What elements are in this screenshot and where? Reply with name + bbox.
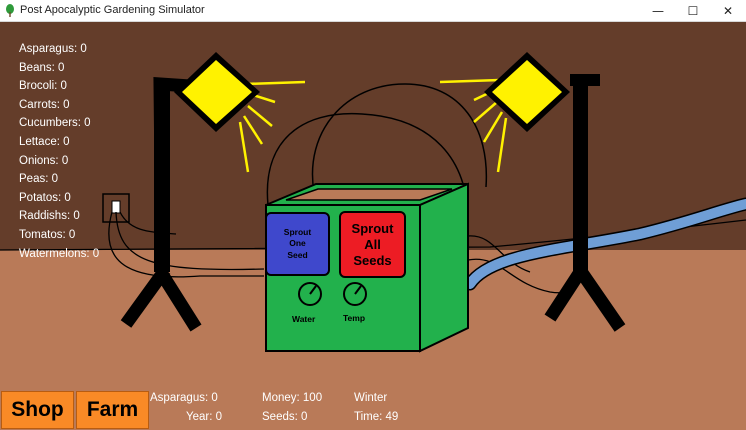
left-grow-lamp xyxy=(120,52,306,332)
inventory-item: Carrots: 0 xyxy=(19,98,70,111)
sprout-one-line: Sprout xyxy=(283,226,312,237)
dome-arc-right xyxy=(311,83,488,193)
selected-crop-count: Asparagus: 0 xyxy=(150,392,218,404)
inventory-item: Potatos: 0 xyxy=(19,191,71,204)
season-readout: Winter xyxy=(354,392,388,404)
inventory-item: Peas: 0 xyxy=(19,173,58,186)
sprout-all-line: All xyxy=(364,236,381,252)
title-bar: Post Apocalyptic Gardening Simulator — ☐… xyxy=(0,0,746,22)
sprout-all-line: Sprout xyxy=(351,220,394,236)
sprout-all-seeds-button[interactable]: Sprout All Seeds xyxy=(339,211,406,278)
right-lamp-rays xyxy=(439,78,508,173)
inventory-item: Brocoli: 0 xyxy=(19,80,67,93)
inventory-item: Tomatos: 0 xyxy=(19,228,76,241)
time-readout: Time: 49 xyxy=(354,411,399,423)
sprout-one-line: One xyxy=(289,238,306,249)
inventory-item: Beans: 0 xyxy=(19,61,65,74)
right-grow-lamp xyxy=(439,52,626,332)
shop-button[interactable]: Shop xyxy=(1,391,74,429)
year-readout: Year: 0 xyxy=(186,411,223,423)
lamp-cord-right-2 xyxy=(467,235,531,273)
water-label: Water xyxy=(292,314,316,324)
left-lamp-rays xyxy=(238,80,306,173)
machine-side xyxy=(419,182,469,353)
window-title: Post Apocalyptic Gardening Simulator xyxy=(20,4,205,16)
farm-button[interactable]: Farm xyxy=(76,391,149,429)
sprout-one-seed-button[interactable]: Sprout One Seed xyxy=(265,212,330,276)
inventory-list: Asparagus: 0 Beans: 0 Brocoli: 0 Carrots… xyxy=(19,40,99,263)
inventory-item: Lettace: 0 xyxy=(19,135,70,148)
close-button[interactable]: ✕ xyxy=(722,4,734,18)
inventory-item: Cucumbers: 0 xyxy=(19,117,91,130)
minimize-button[interactable]: — xyxy=(652,4,664,18)
garden-scene: Asparagus: 0 Beans: 0 Brocoli: 0 Carrots… xyxy=(0,22,746,430)
inventory-item: Onions: 0 xyxy=(19,154,69,167)
dome-arc-left xyxy=(266,112,469,228)
seeds-readout: Seeds: 0 xyxy=(262,411,308,423)
inventory-item: Asparagus: 0 xyxy=(19,43,87,55)
money-readout: Money: 100 xyxy=(262,392,323,404)
inventory-item: Raddishs: 0 xyxy=(19,210,80,223)
temp-label: Temp xyxy=(343,313,366,323)
power-cord-1 xyxy=(115,211,265,271)
water-knob xyxy=(298,282,322,306)
power-cord-2 xyxy=(108,211,264,278)
sprout-all-line: Seeds xyxy=(353,252,392,268)
app-leaf-icon xyxy=(6,4,14,17)
temp-knob xyxy=(343,282,367,306)
sprout-one-line: Seed xyxy=(287,249,308,260)
inventory-item: Watermelons: 0 xyxy=(19,247,100,260)
maximize-button[interactable]: ☐ xyxy=(687,4,699,18)
